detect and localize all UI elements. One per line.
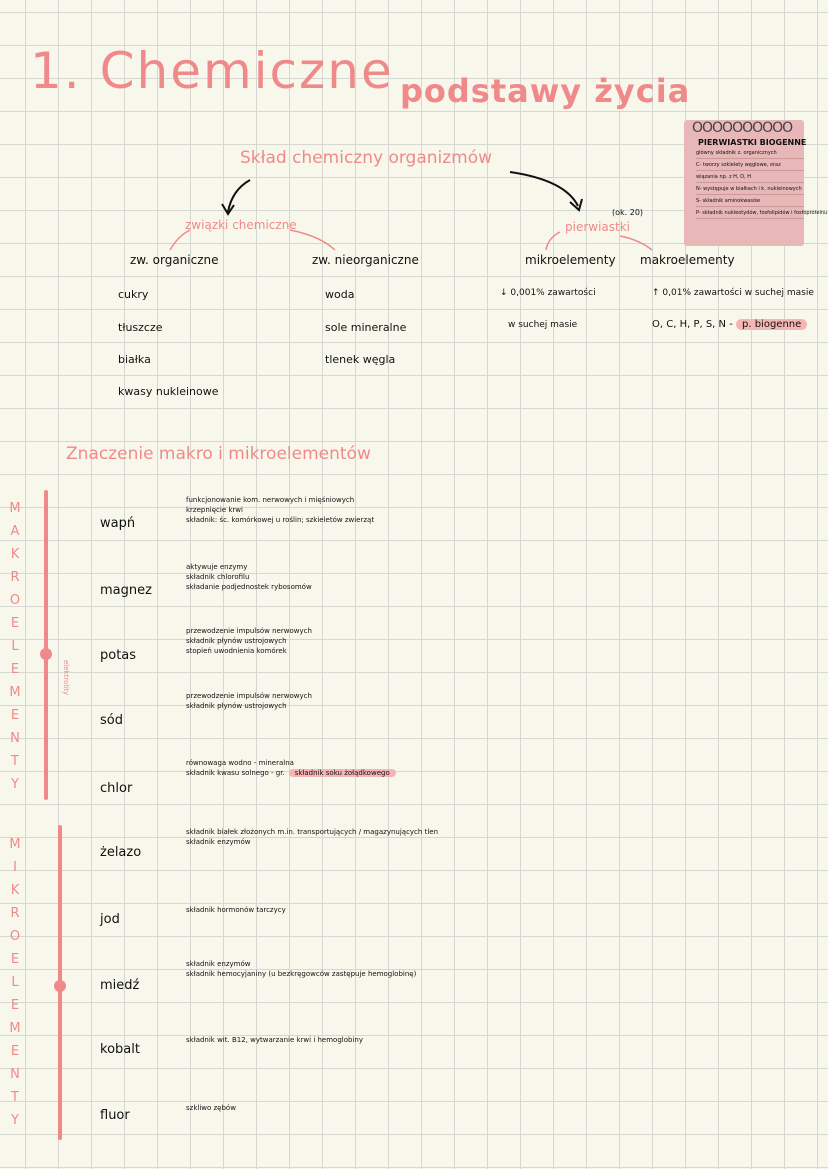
vertical-letter: E <box>10 952 20 967</box>
brace-dot <box>54 980 66 992</box>
element-note: krzepnięcie krwi <box>186 506 243 514</box>
vertical-letter: R <box>10 906 20 921</box>
vertical-letter: Y <box>11 1113 19 1128</box>
element-name: jod <box>100 912 120 927</box>
list-item: w suchej masie <box>508 320 578 330</box>
vertical-letter: N <box>10 731 20 746</box>
element-note: składanie podjednostek rybosomów <box>186 583 312 591</box>
note-item: N- występuje w białkach i k. nukleinowyc… <box>696 186 804 195</box>
list-item: kwasy nukleinowe <box>118 385 219 398</box>
page-title-rest: podstawy życia <box>400 72 691 110</box>
element-name: kobalt <box>100 1042 140 1057</box>
vertical-letter: R <box>10 570 20 585</box>
note-text: składnik kwasu solnego - gr. <box>186 769 285 777</box>
element-note: przewodzenie impulsów nerwowych <box>186 692 312 700</box>
note-item: główny składnik z. organicznych <box>696 150 804 159</box>
element-name: wapń <box>100 516 136 531</box>
section-title: Znaczenie makro i mikroelementów <box>66 444 371 464</box>
brace-dot <box>40 648 52 660</box>
elements-label: pierwiastki <box>565 220 631 234</box>
vertical-letter: T <box>11 754 19 769</box>
element-note: składnik wit. B12, wytwarzanie krwi i he… <box>186 1036 363 1044</box>
element-note: składnik białek złożonych m.in. transpor… <box>186 828 439 836</box>
electrolytes-label: elektrolity <box>62 660 70 696</box>
list-item: tłuszcze <box>118 321 163 334</box>
spiral-rings: OOOOOOOOOO <box>692 120 793 136</box>
diagram-arrows <box>169 171 653 251</box>
vertical-letter: E <box>10 708 20 723</box>
element-name: fluor <box>100 1108 130 1123</box>
organic-label: zw. organiczne <box>130 253 219 267</box>
element-note: równowaga wodno - mineralna <box>186 759 294 767</box>
element-note: składnik enzymów <box>186 960 251 968</box>
arrow-icon <box>227 179 251 213</box>
element-note: składnik kwasu solnego - gr.składnik sok… <box>186 769 396 778</box>
element-note: składnik enzymów <box>186 838 251 846</box>
element-note: składnik: śc. komórkowej u roślin; szkie… <box>186 516 375 524</box>
highlight: składnik soku żołądkowego <box>288 769 396 777</box>
sticky-note: OOOOOOOOOO PIERWIASTKI BIOGENNE główny s… <box>684 120 827 246</box>
compounds-label: związki chemiczne <box>185 218 297 232</box>
element-note: przewodzenie impulsów nerwowych <box>186 627 312 635</box>
list-item: O, C, H, P, S, N - p. biogenne <box>652 319 808 330</box>
vertical-letter: M <box>9 501 21 516</box>
note-item: S- składnik aminokwasów <box>696 198 804 207</box>
diagram-root: Skład chemiczny organizmów <box>240 148 493 168</box>
vertical-letter: E <box>10 616 20 631</box>
vertical-letter: Y <box>11 777 19 792</box>
element-name: miedź <box>100 978 140 993</box>
arrow-icon <box>509 171 579 207</box>
element-name: magnez <box>100 583 152 598</box>
list-item: woda <box>325 288 355 301</box>
element-note: funkcjonowanie kom. nerwowych i mięśniow… <box>186 496 355 504</box>
list-item: cukry <box>118 288 149 301</box>
elements-count: (ok. 20) <box>612 208 644 217</box>
vertical-letter: M <box>9 685 21 700</box>
vertical-letter: E <box>10 662 20 677</box>
highlight: p. biogenne <box>736 319 808 330</box>
list-item: białka <box>118 353 151 366</box>
micro-label: mikroelementy <box>525 253 616 267</box>
element-name: sód <box>100 713 123 728</box>
element-note: stopień uwodnienia komórek <box>186 647 287 655</box>
vertical-letter: O <box>9 593 21 608</box>
element-name: potas <box>100 648 137 663</box>
biogenic-elements: O, C, H, P, S, N - <box>652 319 733 330</box>
vertical-letter: T <box>11 1090 19 1105</box>
vertical-letter: A <box>10 524 20 539</box>
note-item: P- składnik nukleotydów, fosfolipidów i … <box>696 210 827 219</box>
element-name: żelazo <box>100 845 142 860</box>
element-note: składnik płynów ustrojowych <box>186 702 287 710</box>
list-item: ↓ 0,001% zawartości <box>500 288 596 298</box>
inorganic-label: zw. nieorganiczne <box>312 253 419 267</box>
list-item: sole mineralne <box>325 321 407 334</box>
vertical-letter: K <box>10 883 20 898</box>
list-item: ↑ 0,01% zawartości w suchej masie <box>652 288 814 298</box>
element-note: szkliwo zębów <box>186 1104 236 1112</box>
list-item: tlenek węgla <box>325 353 396 366</box>
vertical-letter: O <box>9 929 21 944</box>
brace-macro <box>44 490 48 800</box>
element-note: składnik płynów ustrojowych <box>186 637 287 645</box>
element-note: składnik hormonów tarczycy <box>186 906 286 914</box>
vertical-letter: L <box>11 639 19 654</box>
note-item: C- tworzy szkielety węglowe, oraz <box>696 162 804 171</box>
vertical-letter: M <box>9 837 21 852</box>
macro-label: makroelementy <box>640 253 735 267</box>
vertical-letter: L <box>11 975 19 990</box>
vertical-letter: N <box>10 1067 20 1082</box>
note-item: wiązania np. z H, O, H <box>696 174 804 183</box>
element-note: składnik chlorofilu <box>186 573 250 581</box>
page-title: 1. Chemiczne <box>30 42 394 100</box>
element-note: aktywuje enzymy <box>186 563 248 571</box>
note-title: PIERWIASTKI BIOGENNE <box>698 138 807 147</box>
vertical-letter: K <box>10 547 20 562</box>
element-name: chlor <box>100 781 133 796</box>
element-note: składnik hemocyjaniny (u bezkręgowców za… <box>186 970 417 978</box>
vertical-letter: I <box>13 860 17 875</box>
vertical-letter: E <box>10 1044 20 1059</box>
vertical-letter: E <box>10 998 20 1013</box>
vertical-letter: M <box>9 1021 21 1036</box>
